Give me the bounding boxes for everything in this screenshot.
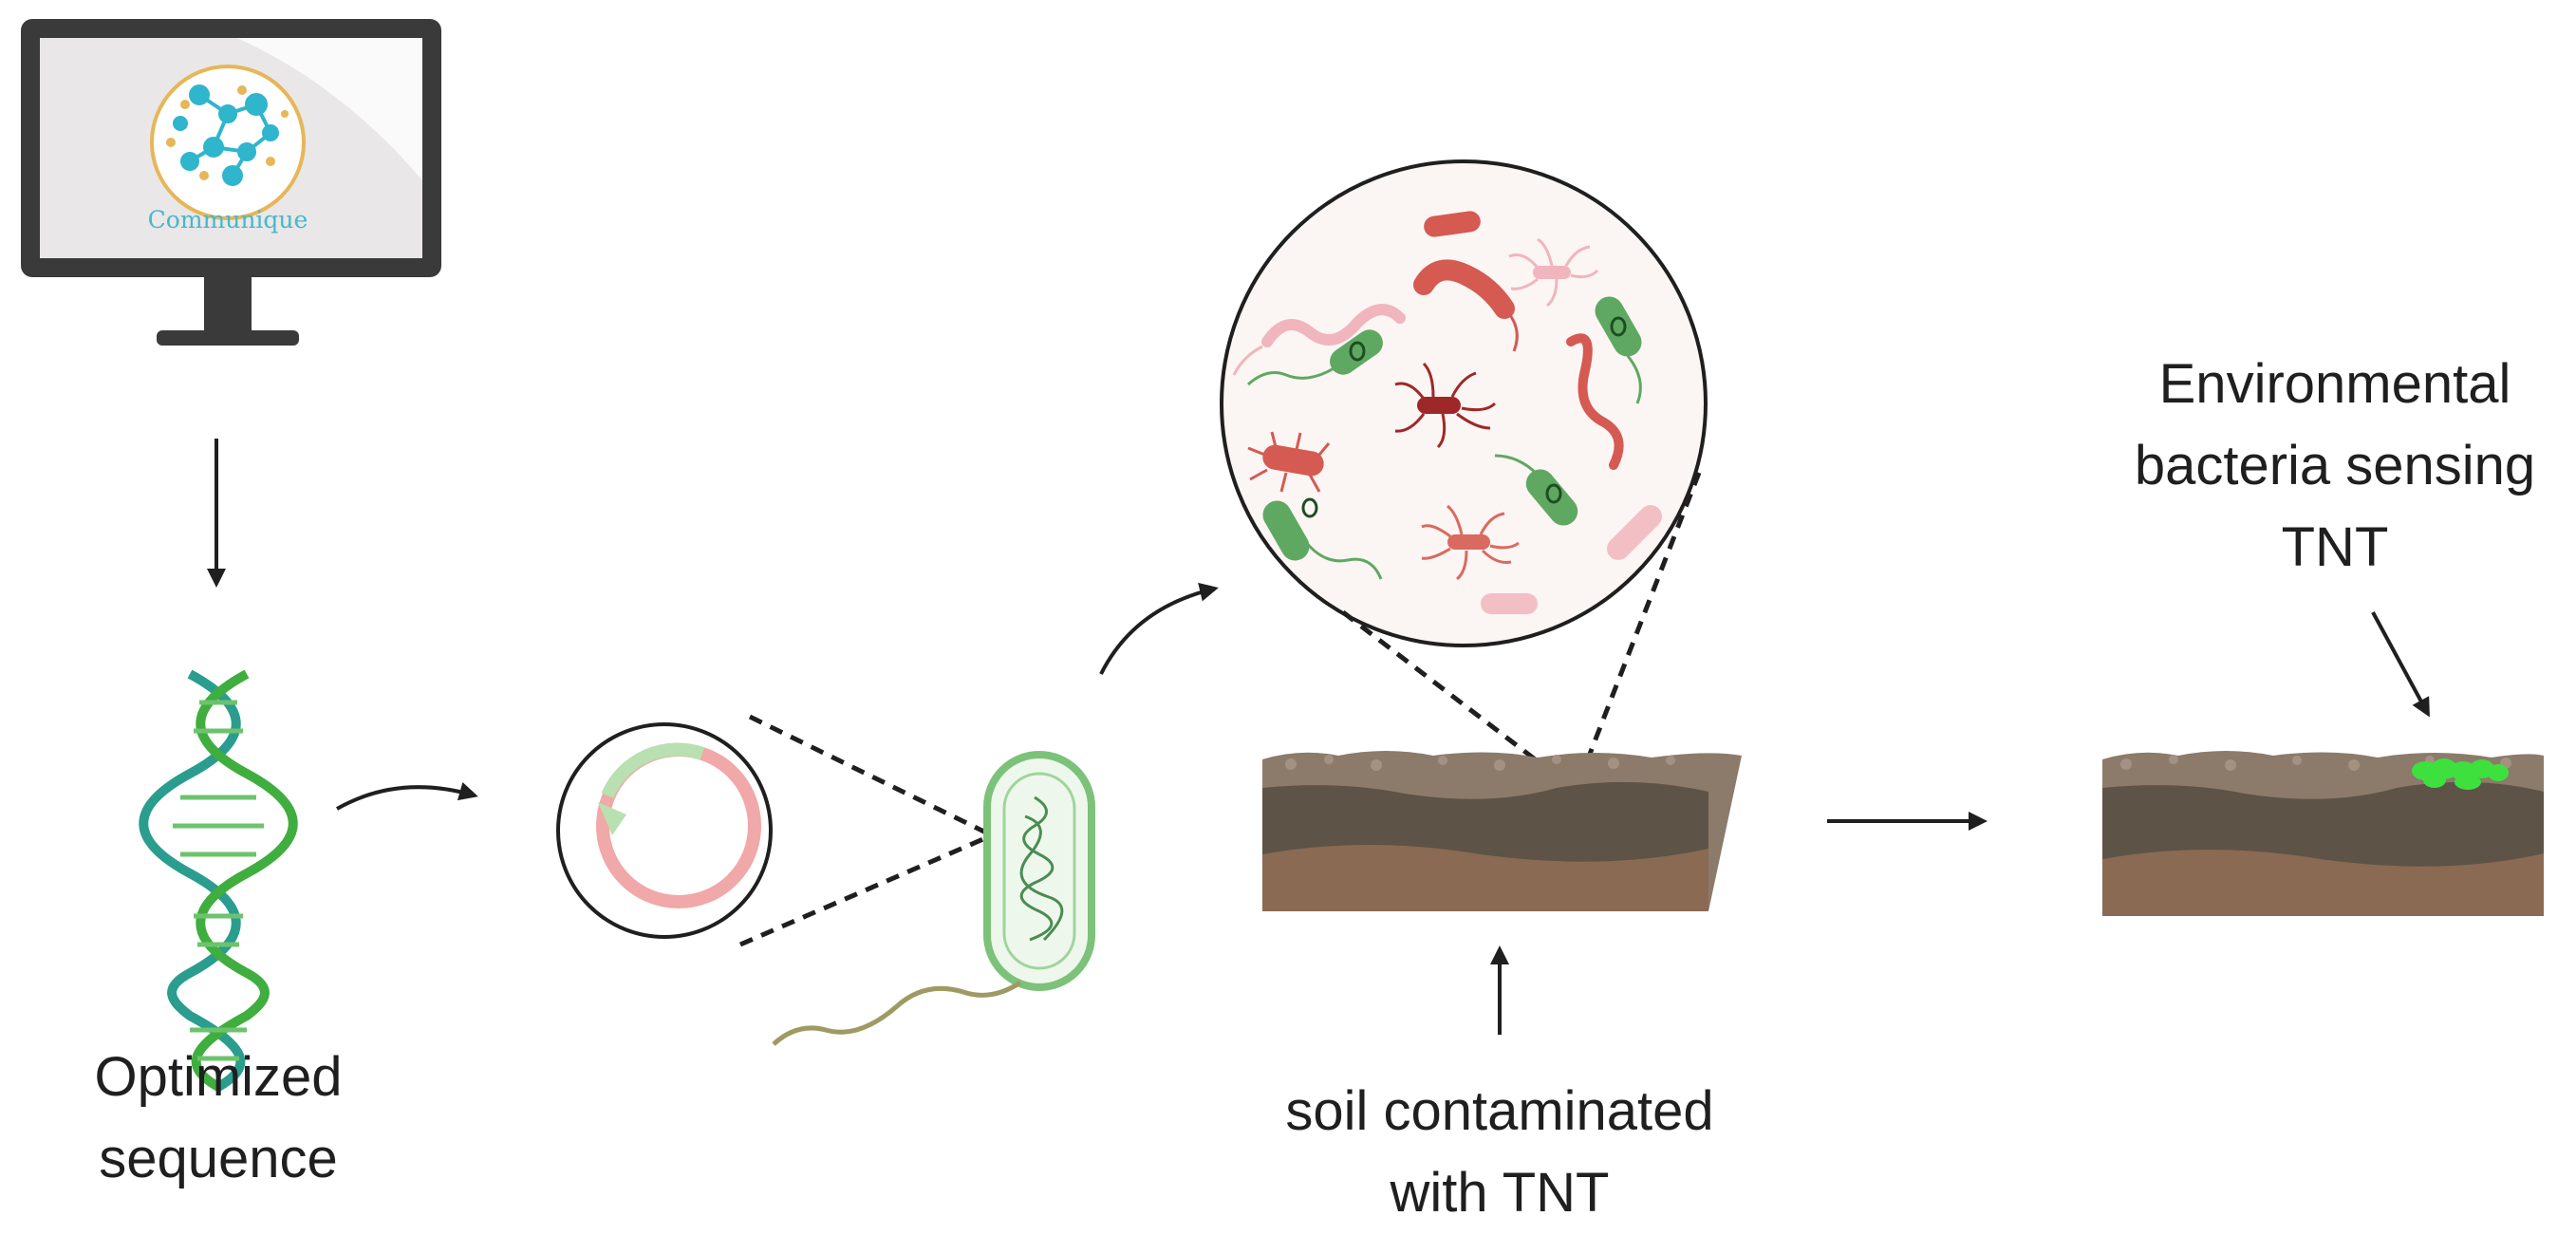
soil-microbiome-zoom-circle	[1220, 159, 1708, 647]
label-line: soil contaminated	[1285, 1080, 1714, 1142]
flagellum	[772, 980, 1022, 1046]
dna-double-helix-icon	[139, 669, 298, 1092]
label-line: bacteria sensing	[2134, 435, 2536, 496]
plasmid-direction-arrow-icon	[598, 802, 626, 835]
label-line: sequence	[99, 1128, 338, 1189]
zoom-lines-soil	[1341, 472, 1702, 785]
zoom-lines-plasmid	[739, 714, 994, 947]
label-line: Environmental	[2158, 353, 2511, 415]
label-line: with TNT	[1390, 1162, 1610, 1224]
arrow-curve-to-community	[1099, 582, 1219, 675]
label-environmental-sensing: Environmental bacteria sensing TNT	[2107, 344, 2563, 589]
logo-text: Communique	[148, 206, 308, 234]
glowing-bacteria-icon	[2412, 758, 2509, 790]
arrow-curve-to-plasmid	[336, 781, 478, 811]
sensing-soil-block	[2102, 751, 2544, 916]
label-line: Optimized	[94, 1046, 343, 1108]
label-optimized-sequence: Optimized sequence	[28, 1037, 408, 1200]
engineered-bacterium-icon	[772, 751, 1095, 1046]
label-soil-contaminated: soil contaminated with TNT	[1224, 1071, 1775, 1234]
logo-dots-icon	[166, 85, 289, 180]
contaminated-soil-block	[1262, 751, 1742, 911]
communique-logo: Communique	[148, 65, 308, 234]
plasmid-circle	[556, 722, 773, 939]
network-nodes-icon	[173, 84, 279, 186]
label-line: TNT	[2281, 516, 2389, 578]
arrow-to-glowing-bacteria	[2371, 611, 2430, 718]
